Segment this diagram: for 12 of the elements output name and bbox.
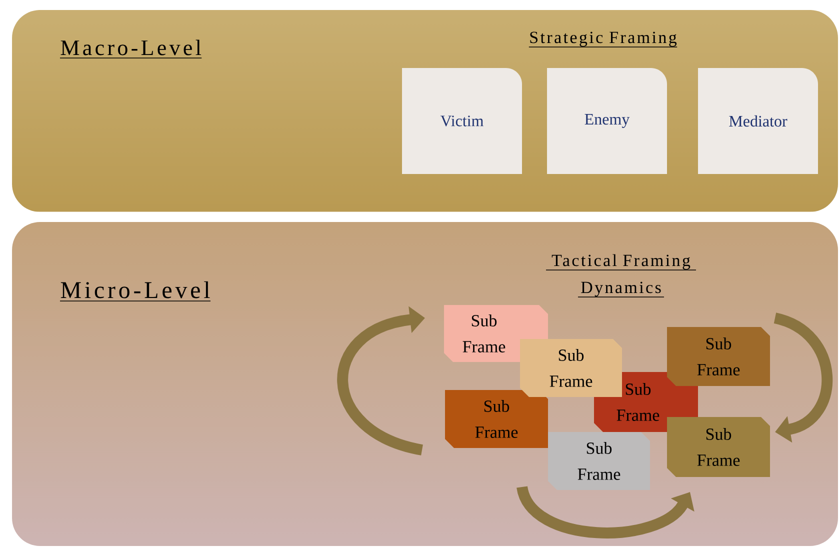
frame-card: Mediator [698,68,818,174]
frame-card: Victim [402,68,522,174]
sub-frame-box: Sub Frame [667,326,770,386]
sub-frame-box: Sub Frame [520,338,622,397]
sub-frame-box: Sub Frame [548,432,650,490]
section-heading: Tactical Framing Dynamics [546,254,696,298]
section-heading: Strategic Framing [528,32,678,48]
level-heading: Micro-Level [60,281,211,302]
sub-frame-box: Sub Frame [667,416,770,477]
sub-frame-box: Sub Frame [445,390,548,448]
frame-card: Enemy [547,68,667,174]
level-heading: Macro-Level [60,40,202,58]
